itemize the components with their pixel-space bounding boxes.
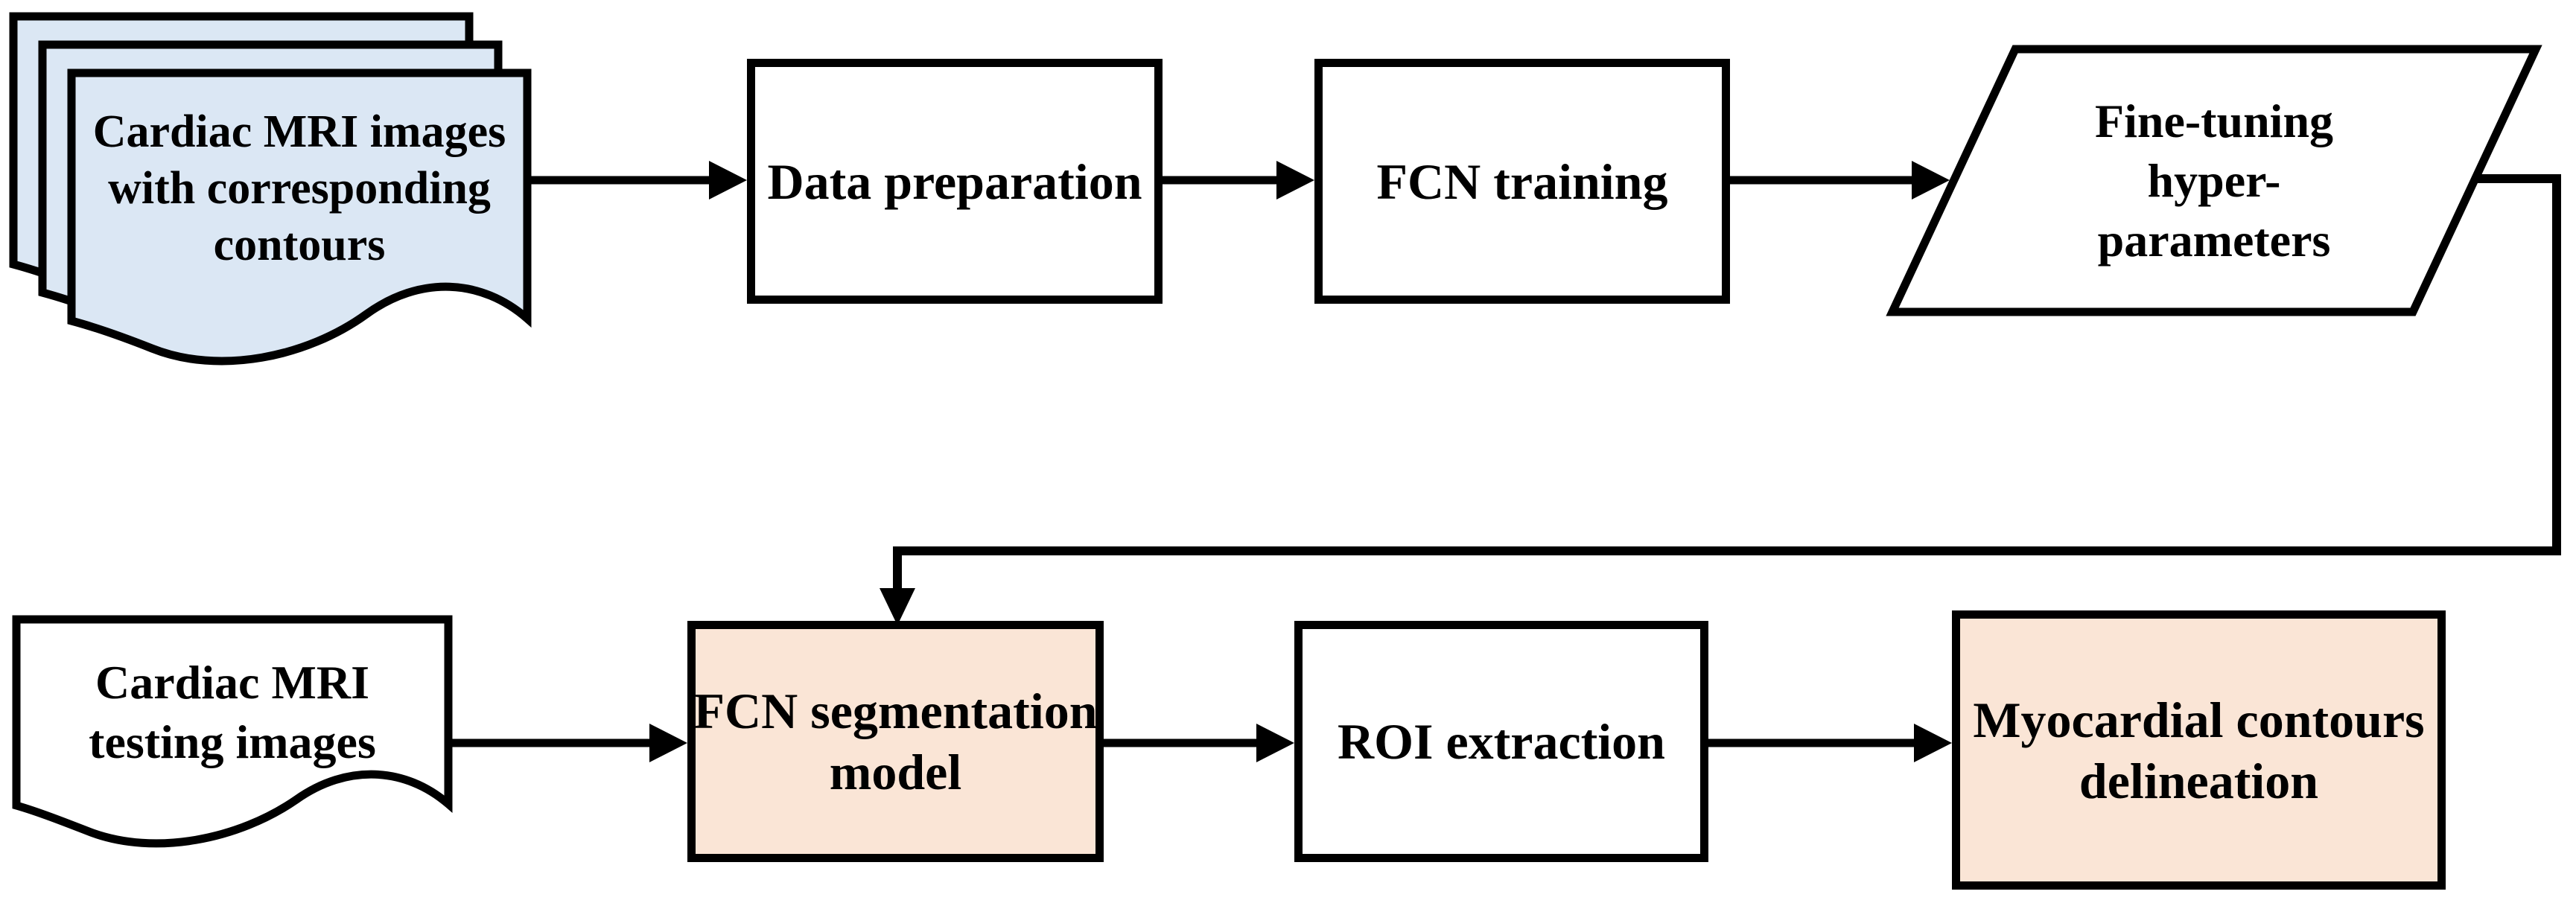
roi-extraction-label: ROI extraction	[1337, 713, 1665, 770]
fine-tuning-parallelogram	[1886, 45, 2542, 316]
fcn-training-label: FCN training	[1376, 153, 1668, 210]
testing-images-document	[12, 615, 453, 848]
myocardial-delineation-box: Myocardial contours delineation	[1952, 610, 2446, 890]
arrow-training-images-to-data-preparation	[527, 161, 747, 200]
myocardial-delineation-label-line: delineation	[2079, 752, 2319, 809]
arrow-testing-images-to-fcn-segmentation	[448, 724, 687, 762]
fcn-segmentation-model-box: FCN segmentation model	[687, 621, 1104, 862]
data-preparation-box: Data preparation	[747, 59, 1163, 304]
myocardial-delineation-label-line: Myocardial contours	[1973, 691, 2425, 748]
arrow-fcn-training-to-fine-tuning	[1730, 161, 1950, 200]
connector-fine-tuning-to-fcn-segmentation	[880, 174, 2561, 625]
arrow-fcn-segmentation-to-roi-extraction	[1104, 724, 1294, 762]
data-preparation-label: Data preparation	[767, 153, 1142, 210]
arrow-data-preparation-to-fcn-training	[1163, 161, 1314, 200]
arrow-roi-extraction-to-myocardial-delineation	[1708, 724, 1952, 762]
fcn-segmentation-label-line: FCN segmentation	[693, 683, 1098, 739]
fcn-segmentation-label-line: model	[829, 744, 962, 800]
roi-extraction-box: ROI extraction	[1294, 621, 1708, 862]
training-images-document-stack	[9, 12, 532, 366]
document-stack-front-sheet	[67, 68, 532, 366]
fcn-training-box: FCN training	[1314, 59, 1730, 304]
